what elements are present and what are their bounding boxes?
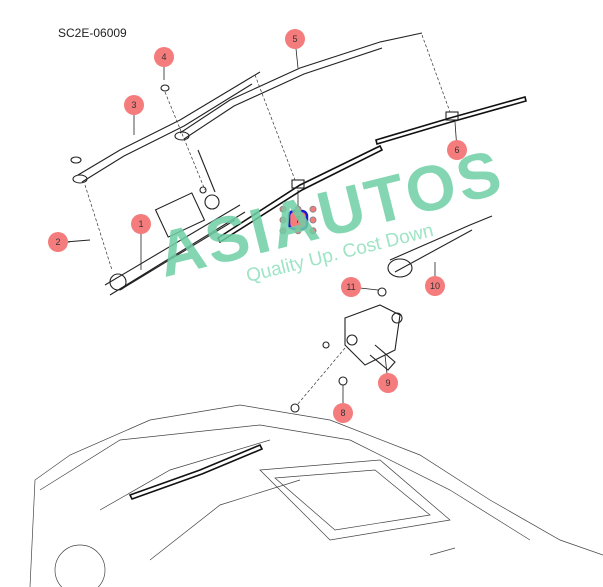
front-wiper-arm-left bbox=[70, 71, 261, 184]
callout-label: 4 bbox=[161, 52, 166, 62]
callout-1[interactable]: 1 bbox=[131, 214, 151, 270]
callout-label: 3 bbox=[131, 100, 136, 110]
callout-5[interactable]: 5 bbox=[285, 29, 305, 69]
callout-label: 5 bbox=[292, 34, 297, 44]
resize-handle[interactable] bbox=[279, 227, 287, 235]
callout-circle bbox=[447, 140, 467, 160]
callout-11[interactable]: 11 bbox=[341, 277, 379, 297]
callout-circle bbox=[124, 95, 144, 115]
callout-label: 10 bbox=[430, 281, 440, 291]
callout-10[interactable]: 10 bbox=[425, 262, 445, 296]
callout-circle bbox=[341, 277, 361, 297]
front-wiper-blade-right bbox=[375, 96, 527, 146]
callout-circle bbox=[378, 373, 398, 393]
callout-3[interactable]: 3 bbox=[124, 95, 144, 135]
rear-wiper-arm bbox=[387, 215, 493, 278]
resize-handle[interactable] bbox=[279, 216, 287, 224]
callout-9[interactable]: 9 bbox=[378, 354, 398, 393]
callout-label: 11 bbox=[346, 282, 355, 292]
resize-handle[interactable] bbox=[309, 205, 317, 213]
callout-label: 2 bbox=[55, 237, 60, 247]
callout-label: 8 bbox=[340, 408, 345, 418]
callout-label: 6 bbox=[454, 145, 459, 155]
callout-label: 9 bbox=[385, 378, 390, 388]
car-outline bbox=[29, 404, 603, 587]
resize-handle[interactable] bbox=[294, 205, 302, 213]
rear-wiper-motor bbox=[344, 287, 403, 371]
callout-circle bbox=[425, 276, 445, 296]
callout-circle bbox=[285, 29, 305, 49]
callout-circle bbox=[48, 232, 68, 252]
front-wiper-blade-left bbox=[216, 144, 384, 244]
callout-6[interactable]: 6 bbox=[447, 121, 467, 160]
callout-circle bbox=[154, 47, 174, 67]
callout-label: 1 bbox=[138, 219, 143, 229]
callout-4[interactable]: 4 bbox=[154, 47, 174, 80]
resize-handle[interactable] bbox=[294, 227, 302, 235]
wiper-linkage-motor bbox=[104, 186, 246, 296]
callout-7[interactable]: 7 bbox=[279, 190, 317, 235]
resize-handle[interactable] bbox=[309, 227, 317, 235]
resize-handle[interactable] bbox=[279, 205, 287, 213]
callout-8[interactable]: 8 bbox=[333, 385, 353, 423]
resize-handle[interactable] bbox=[309, 216, 317, 224]
front-wiper-arm-right bbox=[160, 32, 423, 141]
callout-label: 7 bbox=[295, 215, 300, 225]
callout-circle bbox=[131, 214, 151, 234]
callout-circle bbox=[288, 210, 308, 230]
diagram-code: SC2E-06009 bbox=[58, 26, 127, 40]
callout-circle bbox=[333, 403, 353, 423]
callout-2[interactable]: 2 bbox=[48, 232, 70, 252]
